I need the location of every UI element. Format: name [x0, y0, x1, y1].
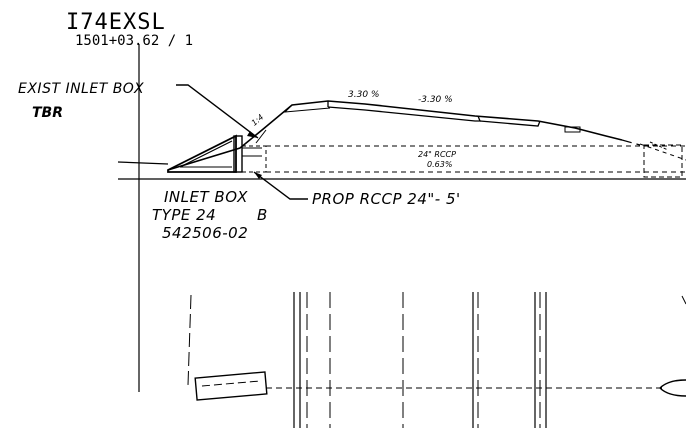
exist-inlet-box-outline: [241, 145, 267, 173]
existing-ground-dashed: [621, 139, 641, 146]
prop-rccp-label: PROP RCCP 24"- 5': [312, 190, 461, 208]
side-slope-label: 1:4: [250, 112, 266, 127]
downstream-hatch: [649, 141, 669, 151]
pavement-layer-right: [479, 120, 541, 127]
plan-downstream-end: [659, 379, 686, 397]
slope-left-label: 3.30 %: [348, 90, 379, 100]
exist-inlet-box-leader: [176, 84, 259, 139]
inlet-box-inner-line: [179, 140, 233, 168]
shoulder-layer-left: [283, 104, 331, 113]
prop-rccp-arrowhead: [254, 172, 262, 179]
inlet-standard-label: 542506-02: [162, 224, 248, 242]
curb-block: [564, 126, 581, 133]
inlet-variant-label: B: [257, 206, 267, 224]
downstream-structure: [643, 144, 683, 178]
side-slope-tick: [255, 129, 267, 144]
plan-inlet-box: [194, 371, 268, 401]
existing-ground-left: [117, 161, 169, 165]
plan-left-edge: [187, 294, 192, 386]
pipe-size-label: 24" RCCP: [418, 150, 456, 159]
prop-rccp-leader: [253, 171, 308, 200]
tbr-label: TBR: [32, 105, 63, 121]
station-label: 1501+03.62 / 1: [75, 33, 193, 49]
existing-ground-right: [639, 143, 686, 161]
alignment-title: I74EXSL: [66, 10, 166, 35]
slope-right-label: -3.30 %: [418, 95, 453, 105]
plan-inlet-box-centerline: [201, 380, 261, 387]
exist-inlet-box-arrowhead: [247, 131, 258, 138]
inlet-type-label: TYPE 24: [152, 206, 216, 224]
plan-right-edge: [681, 295, 686, 305]
exist-inlet-box-label: EXIST INLET BOX: [18, 81, 144, 97]
pipe-slope-label: 0.63%: [427, 160, 452, 169]
inlet-box-label: INLET BOX: [164, 188, 248, 206]
pavement-layer-center: [327, 106, 481, 122]
